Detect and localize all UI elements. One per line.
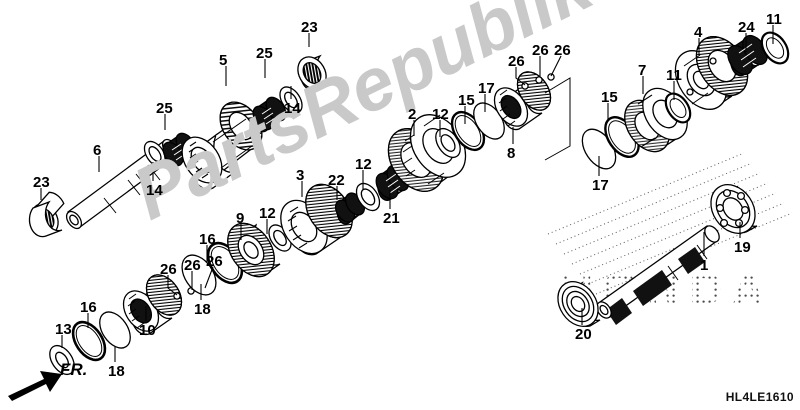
- callout-number-22[interactable]: 22: [328, 172, 345, 189]
- part-1-shaft: [596, 225, 720, 325]
- diagram-code: HL4LE1610: [725, 390, 794, 404]
- part-8-spline-collar: [493, 71, 552, 131]
- callout-number-14[interactable]: 14: [146, 182, 163, 199]
- callout-number-23[interactable]: 23: [33, 174, 50, 191]
- callout-number-15[interactable]: 15: [458, 92, 475, 109]
- callout-number-18[interactable]: 18: [194, 301, 211, 318]
- assembly-mainshaft-center: [49, 71, 571, 376]
- callout-number-11[interactable]: 11: [766, 11, 782, 28]
- assembly-output-right: [581, 31, 790, 170]
- part-20-ball-bearing: [557, 281, 601, 327]
- assembly-countershaft-upper: [28, 54, 334, 238]
- callout-number-23[interactable]: 23: [301, 19, 318, 36]
- callout-number-12[interactable]: 12: [259, 205, 276, 222]
- part-25-needle-bearing-right: [252, 96, 287, 133]
- callout-number-14[interactable]: 14: [284, 100, 301, 117]
- part-12-washer-b: [355, 182, 381, 212]
- part-19-ball-bearing: [710, 184, 758, 234]
- callout-number-26[interactable]: 26: [184, 257, 201, 274]
- callout-number-1[interactable]: 1: [700, 257, 709, 274]
- part-12-washer-c: [435, 127, 461, 159]
- callout-number-26[interactable]: 26: [206, 253, 223, 270]
- front-direction-arrow: [8, 371, 62, 401]
- callout-number-26[interactable]: 26: [508, 53, 525, 70]
- callout-number-6[interactable]: 6: [93, 142, 102, 159]
- callout-number-17[interactable]: 17: [478, 80, 495, 97]
- part-14-washer-right: [279, 86, 303, 114]
- callout-number-9[interactable]: 9: [236, 210, 245, 227]
- part-11-washer-left: [664, 92, 692, 124]
- part-18-ring-lower: [99, 311, 131, 349]
- callout-number-11[interactable]: 11: [666, 67, 682, 84]
- part-10-spline-hub: [122, 274, 183, 336]
- leader-line-26: [167, 275, 178, 296]
- callout-number-24[interactable]: 24: [738, 19, 755, 36]
- callout-number-12[interactable]: 12: [355, 156, 372, 173]
- part-26-detent-balls-upper: [521, 73, 555, 90]
- part-23-right: [297, 54, 334, 92]
- part-14-washer-left: [143, 140, 167, 168]
- callout-number-26[interactable]: 26: [554, 42, 571, 59]
- callout-number-19[interactable]: 19: [734, 239, 751, 256]
- callout-number-20[interactable]: 20: [575, 326, 592, 343]
- callout-number-13[interactable]: 13: [55, 321, 72, 338]
- part-13-washer: [49, 344, 75, 376]
- part-9-gear: [227, 222, 281, 278]
- callout-leader-lines: [40, 25, 774, 362]
- callout-number-2[interactable]: 2: [408, 106, 417, 123]
- part-2-gear-assembly: [387, 114, 467, 192]
- callout-number-10[interactable]: 10: [139, 322, 156, 339]
- callout-number-18[interactable]: 18: [108, 363, 125, 380]
- callout-number-17[interactable]: 17: [592, 177, 609, 194]
- part-11-washer-right: [760, 31, 790, 65]
- callout-number-25[interactable]: 25: [256, 45, 273, 62]
- callout-number-21[interactable]: 21: [383, 210, 400, 227]
- callout-number-26[interactable]: 26: [532, 42, 549, 59]
- leader-line-26: [550, 55, 562, 77]
- callout-number-8[interactable]: 8: [507, 145, 516, 162]
- callout-number-4[interactable]: 4: [694, 24, 703, 41]
- callout-number-3[interactable]: 3: [296, 167, 305, 184]
- callout-number-7[interactable]: 7: [638, 62, 647, 79]
- part-5-gear: [181, 101, 263, 190]
- callout-number-26[interactable]: 26: [160, 261, 177, 278]
- part-23-left: [28, 191, 65, 238]
- callout-number-16[interactable]: 16: [80, 299, 97, 316]
- callout-number-25[interactable]: 25: [156, 100, 173, 117]
- leader-line-26: [515, 67, 526, 86]
- callout-number-12[interactable]: 12: [432, 106, 449, 123]
- front-direction-label: FR.: [60, 360, 88, 379]
- assembly-output-shaft-lower: [557, 184, 758, 327]
- callout-number-5[interactable]: 5: [219, 52, 228, 69]
- callout-number-15[interactable]: 15: [601, 89, 618, 106]
- part-3-gear: [280, 183, 353, 256]
- leader-line-26: [204, 266, 214, 289]
- callout-number-16[interactable]: 16: [199, 231, 216, 248]
- part-16-ring-lower: [71, 320, 107, 362]
